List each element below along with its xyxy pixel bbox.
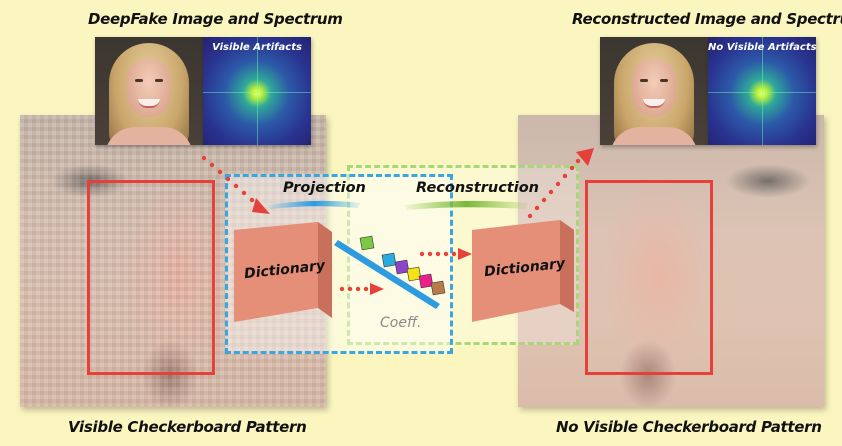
projection-underline xyxy=(268,200,360,209)
coeff-divider xyxy=(334,240,440,309)
arrow-coeff-to-dictionary xyxy=(419,248,472,260)
reconstructed-spectrum: No Visible Artifacts xyxy=(708,37,816,145)
dictionary-cube-left xyxy=(234,222,332,322)
deepfake-spectrum: Visible Artifacts xyxy=(203,37,311,145)
left-title: DeepFake Image and Spectrum xyxy=(88,10,343,28)
nose-highlight-box xyxy=(585,180,713,375)
deepfake-portrait xyxy=(95,37,203,145)
dictionary-cube-right xyxy=(472,220,574,322)
left-caption: Visible Checkerboard Pattern xyxy=(68,418,307,436)
arrow-dictionary-to-coeff xyxy=(339,283,384,295)
reconstruction-underline xyxy=(405,200,528,210)
reconstruction-label: Reconstruction xyxy=(416,180,539,196)
spectrum-label-left: Visible Artifacts xyxy=(212,42,302,53)
nose-highlight-box xyxy=(87,180,215,375)
right-caption: No Visible Checkerboard Pattern xyxy=(556,418,822,436)
arrow-dictionary-to-reconstructed xyxy=(527,148,594,219)
reconstructed-portrait xyxy=(600,37,708,145)
projection-label: Projection xyxy=(283,180,366,196)
coeff-label: Coeff. xyxy=(380,315,422,331)
coeff-squares xyxy=(359,235,446,296)
spectrum-label-right: No Visible Artifacts xyxy=(708,42,816,53)
right-title: Reconstructed Image and Spectrum xyxy=(572,10,842,28)
arrow-deepfake-to-dictionary xyxy=(201,155,270,214)
